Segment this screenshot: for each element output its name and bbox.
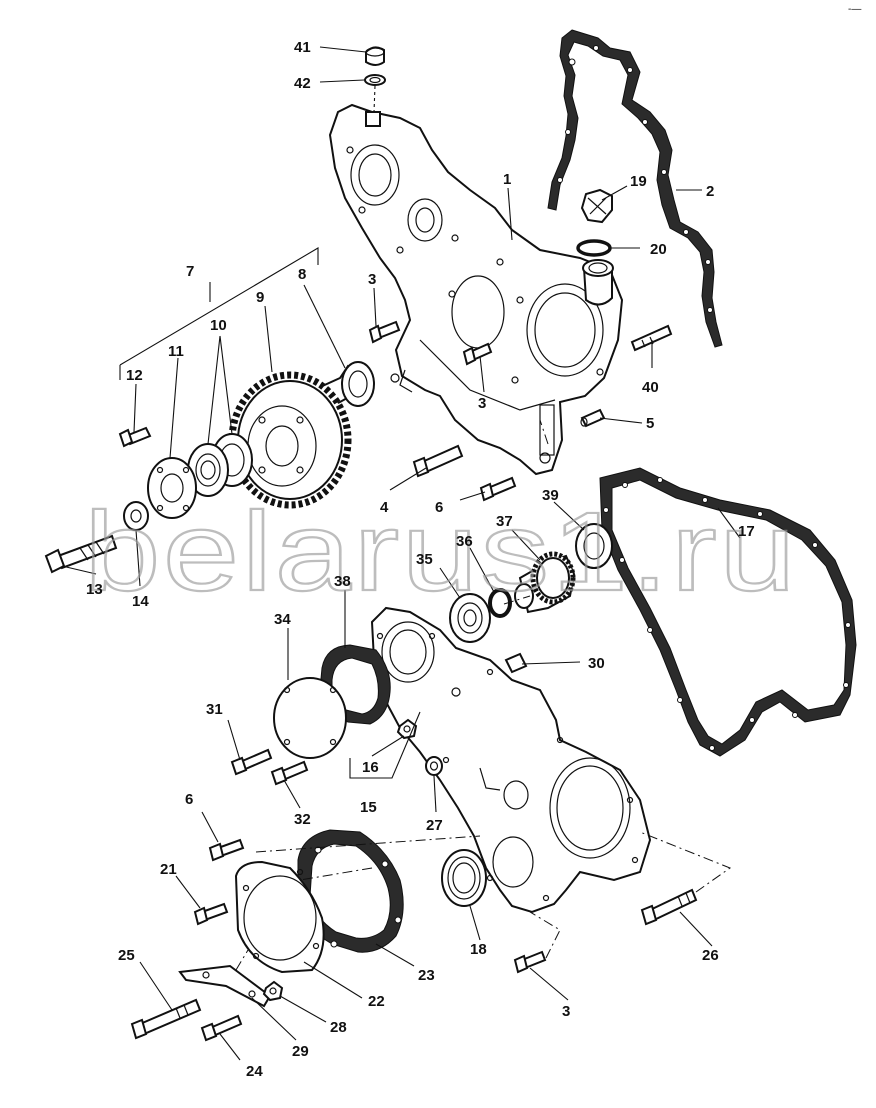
part-35-bearing [449, 593, 491, 643]
label-23: 23 [418, 967, 435, 984]
label-6a: 6 [435, 499, 443, 516]
part-16-nut [396, 718, 418, 740]
label-20: 20 [650, 241, 667, 258]
label-13: 13 [86, 581, 103, 598]
part-30-plug [504, 652, 528, 674]
part-3-bolt-a [368, 320, 401, 344]
label-16: 16 [362, 759, 379, 776]
part-10-bearings [187, 433, 253, 497]
label-7: 7 [186, 263, 194, 280]
part-40-stud [630, 324, 673, 352]
label-8: 8 [298, 266, 306, 283]
label-9: 9 [256, 289, 264, 306]
label-26: 26 [702, 947, 719, 964]
corner-mark: -— [848, 4, 861, 15]
label-11: 11 [168, 343, 184, 360]
label-25: 25 [118, 947, 135, 964]
part-6-bolt-a [479, 476, 517, 502]
label-18: 18 [470, 941, 487, 958]
label-24: 24 [246, 1063, 263, 1080]
label-14: 14 [132, 593, 149, 610]
label-3a: 3 [368, 271, 376, 288]
part-31-bolt [230, 748, 273, 776]
label-36: 36 [456, 533, 473, 550]
label-2: 2 [706, 183, 714, 200]
label-12: 12 [126, 367, 143, 384]
part-6-bolt-b [208, 838, 245, 862]
label-3c: 3 [562, 1003, 570, 1020]
label-31: 31 [206, 701, 223, 718]
part-32-bolt [270, 760, 309, 786]
part-number-labels: 1 2 3 3 3 4 5 6 6 7 8 9 10 11 12 13 14 1… [86, 39, 755, 1080]
label-30: 30 [588, 655, 605, 672]
label-21: 21 [160, 861, 177, 878]
part-27-washer [425, 756, 443, 776]
part-9-idler-gear [228, 371, 352, 509]
label-10: 10 [210, 317, 227, 334]
part-25-stud [130, 998, 202, 1040]
part-22-cover-plate [234, 860, 325, 974]
label-5: 5 [646, 415, 654, 432]
part-24-bolt [200, 1014, 243, 1042]
part-3-bolt-b [462, 342, 493, 366]
label-6b: 6 [185, 791, 193, 808]
part-15-front-cover [370, 606, 652, 914]
watermark-text: belarus1.ru [84, 489, 798, 614]
part-42-washer [364, 74, 386, 86]
label-37: 37 [496, 513, 513, 530]
label-19: 19 [630, 173, 647, 190]
label-38: 38 [334, 573, 351, 590]
label-4: 4 [380, 499, 389, 516]
label-29: 29 [292, 1043, 309, 1060]
part-28-nut [262, 980, 284, 1002]
label-39: 39 [542, 487, 559, 504]
part-29-bracket [178, 964, 272, 1008]
label-3b: 3 [478, 395, 486, 412]
part-20-o-ring [576, 239, 612, 257]
label-17: 17 [738, 523, 755, 540]
part-37-gear [514, 551, 576, 614]
part-2-housing-gasket [547, 29, 723, 348]
part-18-seal [441, 849, 487, 907]
part-17-cover-gasket [599, 467, 857, 757]
part-21-bolt [193, 902, 229, 926]
part-34-cover-plate [273, 677, 347, 759]
label-35: 35 [416, 551, 433, 568]
label-41: 41 [294, 39, 311, 56]
part-19-filler-cap [580, 188, 613, 224]
part-23-gasket [297, 829, 404, 953]
label-27: 27 [426, 817, 443, 834]
label-34: 34 [274, 611, 291, 628]
part-26-bolt [640, 888, 698, 926]
part-11-thrust-plate [147, 457, 197, 519]
part-1-timing-housing [328, 103, 624, 476]
label-22: 22 [368, 993, 385, 1010]
part-41-plug [365, 46, 385, 66]
part-12-bolt [118, 426, 152, 448]
part-4-bolt [412, 444, 464, 478]
part-39-bearing [575, 523, 613, 569]
label-40: 40 [642, 379, 659, 396]
label-32: 32 [294, 811, 311, 828]
leader-lines [61, 46, 741, 1061]
label-1: 1 [503, 171, 511, 188]
label-28: 28 [330, 1019, 347, 1036]
part-36-snap-ring [488, 588, 512, 618]
part-3-bolt-c [513, 950, 547, 974]
label-15: 15 [360, 799, 377, 816]
label-42: 42 [294, 75, 311, 92]
